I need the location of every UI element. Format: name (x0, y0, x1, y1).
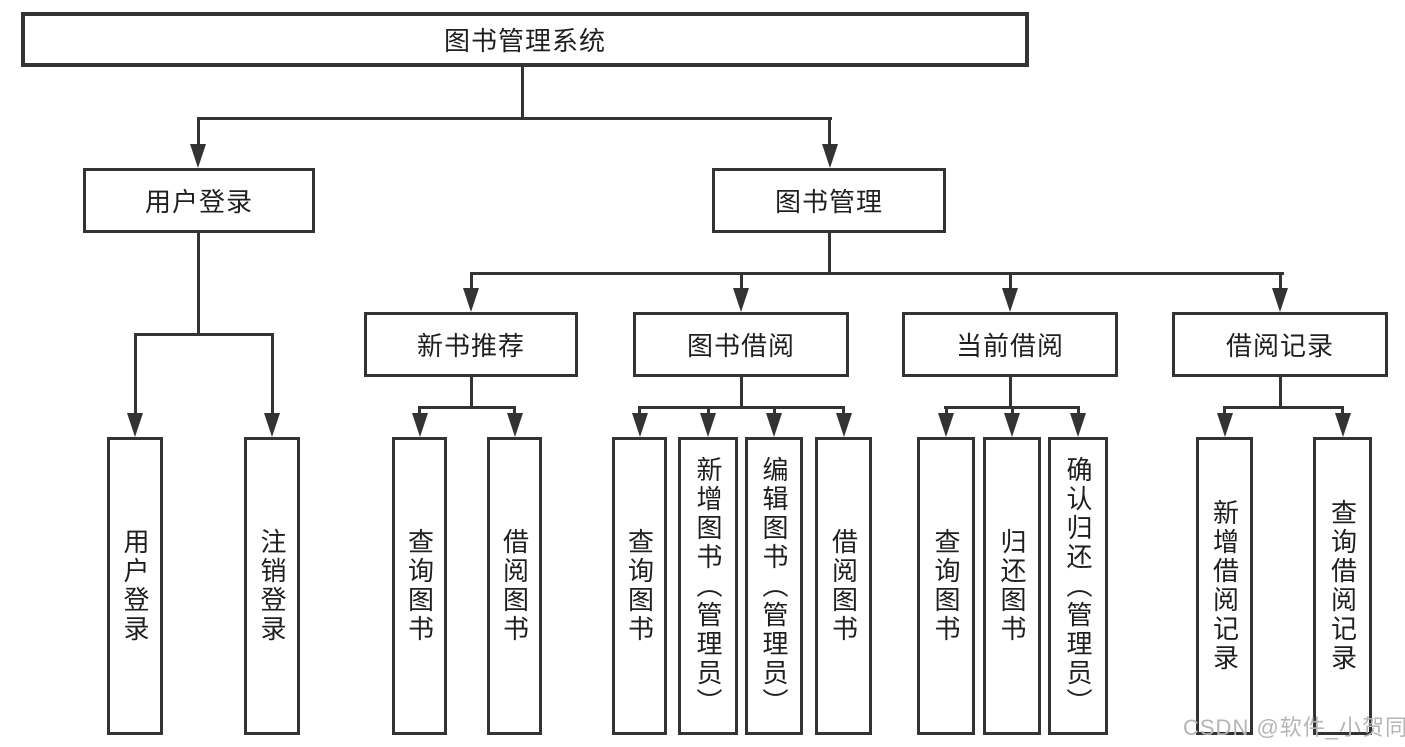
connector-drop-leaf (638, 406, 641, 418)
connector-drop-leaf (773, 406, 776, 418)
connector-drop-borrow-records (1279, 272, 1282, 292)
arrow-down-icon (1070, 413, 1086, 437)
node-borrow-records: 借阅记录 (1172, 312, 1388, 377)
connector-new-book-rec-bus (418, 406, 516, 409)
node-book-borrow: 图书借阅 (633, 312, 849, 377)
connector-borrow-records-bus (1223, 406, 1344, 409)
connector-borrow-records-stem (1279, 377, 1282, 409)
connector-drop-new-book-rec (470, 272, 473, 292)
arrow-down-icon (127, 413, 143, 437)
leaf-cur-confirm-return-admin: 确认归还（管理员） (1048, 437, 1108, 735)
leaf-bor-edit-books-admin: 编辑图书（管理员） (745, 437, 803, 735)
arrow-down-icon (190, 144, 206, 168)
connector-drop-leaf (418, 406, 421, 418)
arrow-down-icon (836, 413, 852, 437)
arrow-down-icon (1004, 413, 1020, 437)
csdn-watermark: CSDN @软件_小贺同学 (1183, 715, 1405, 740)
connector-root-stem (521, 67, 524, 119)
connector-drop-book-mgmt (828, 117, 831, 147)
connector-drop-current-borrow (1009, 272, 1012, 292)
connector-book-mgmt-stem (828, 233, 831, 275)
node-library-management-system: 图书管理系统 (21, 12, 1029, 67)
connector-new-book-rec-stem (470, 377, 473, 409)
connector-drop-leaf (1223, 406, 1226, 418)
arrow-down-icon (1335, 413, 1351, 437)
leaf-hist-add-record: 新增借阅记录 (1196, 437, 1253, 735)
arrow-down-icon (1272, 288, 1288, 312)
arrow-down-icon (632, 413, 648, 437)
connector-drop-leaf (842, 406, 845, 418)
arrow-down-icon (766, 413, 782, 437)
connector-book-borrow-bus (638, 406, 845, 409)
connector-drop-login (134, 333, 137, 417)
arrow-down-icon (412, 413, 428, 437)
arrow-down-icon (1217, 413, 1233, 437)
leaf-rec-query-books: 查询图书 (392, 437, 447, 735)
leaf-bor-add-books-admin: 新增图书（管理员） (678, 437, 738, 735)
connector-drop-leaf (513, 406, 516, 418)
arrow-down-icon (822, 144, 838, 168)
arrow-down-icon (938, 413, 954, 437)
connector-book-borrow-stem (740, 377, 743, 409)
connector-drop-leaf (707, 406, 710, 418)
connector-user-login-bus (134, 333, 274, 336)
leaf-bor-query-books: 查询图书 (612, 437, 667, 735)
connector-drop-book-borrow (740, 272, 743, 292)
connector-drop-leaf (1011, 406, 1014, 418)
node-current-borrow: 当前借阅 (902, 312, 1118, 377)
connector-drop-logout (271, 333, 274, 417)
leaf-hist-query-record: 查询借阅记录 (1313, 437, 1372, 735)
connector-current-borrow-stem (1009, 377, 1012, 409)
connector-book-mgmt-bus (470, 272, 1284, 275)
connector-user-login-stem (197, 233, 200, 336)
leaf-rec-borrow-books: 借阅图书 (487, 437, 542, 735)
arrow-down-icon (264, 413, 280, 437)
arrow-down-icon (700, 413, 716, 437)
leaf-logout: 注销登录 (244, 437, 300, 735)
arrow-down-icon (463, 288, 479, 312)
connector-drop-leaf (1077, 406, 1080, 418)
node-book-mgmt: 图书管理 (712, 168, 946, 233)
connector-drop-user-login (197, 117, 200, 147)
leaf-user-login: 用户登录 (107, 437, 163, 735)
arrow-down-icon (507, 413, 523, 437)
leaf-bor-borrow-books: 借阅图书 (815, 437, 872, 735)
node-new-book-recommend: 新书推荐 (364, 312, 578, 377)
arrow-down-icon (1002, 288, 1018, 312)
connector-drop-leaf (945, 406, 948, 418)
leaf-cur-return-books: 归还图书 (983, 437, 1041, 735)
connector-drop-leaf (1341, 406, 1344, 418)
arrow-down-icon (733, 288, 749, 312)
leaf-cur-query-books: 查询图书 (917, 437, 975, 735)
node-user-login: 用户登录 (83, 168, 315, 233)
connector-root-bus (197, 117, 832, 120)
